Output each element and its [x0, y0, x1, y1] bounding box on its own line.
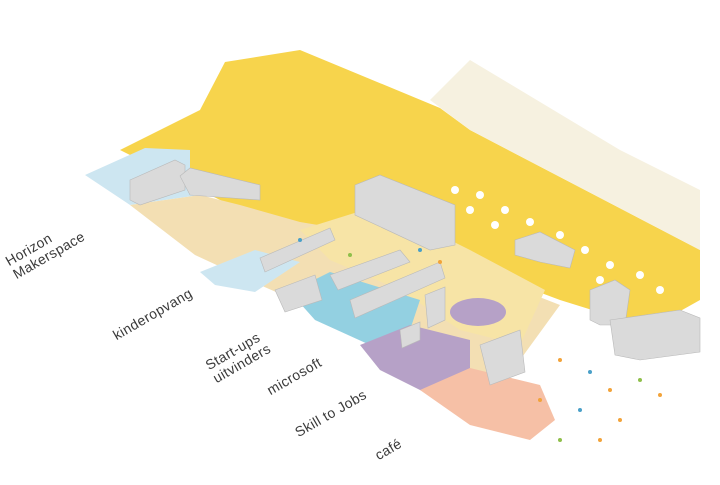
skills-cafe-zone: [420, 368, 555, 440]
building-blocks: [129, 159, 701, 386]
table-dots: [451, 186, 664, 294]
people: [298, 238, 662, 442]
microsoft-zone: [360, 325, 470, 395]
purple-circle-area: [450, 298, 506, 326]
right-ramp: [430, 60, 700, 250]
